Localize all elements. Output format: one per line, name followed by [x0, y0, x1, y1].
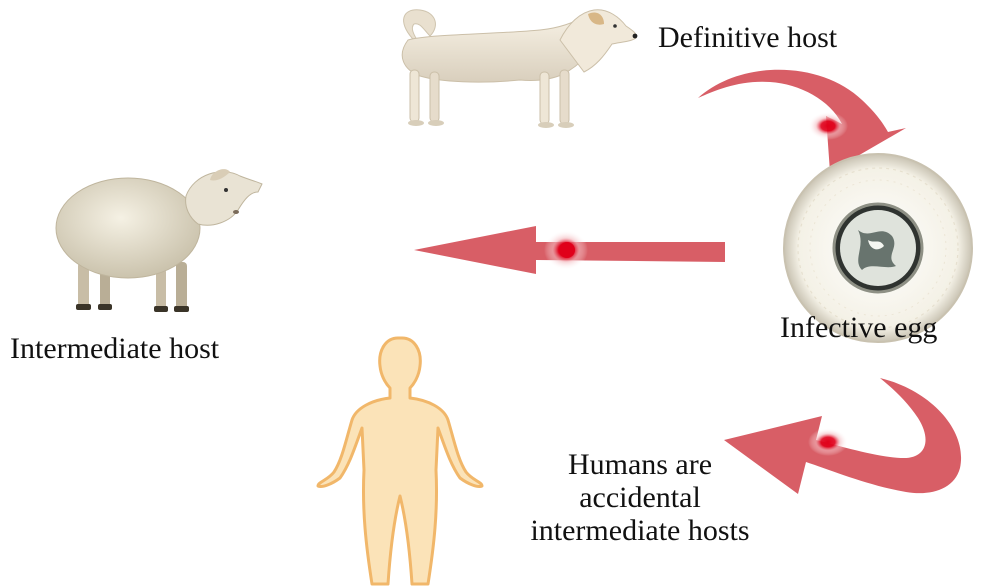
label-definitive-host: Definitive host	[658, 22, 837, 54]
dog-illustration	[402, 10, 637, 128]
label-humans-accidental: Humans are accidental intermediate hosts	[520, 448, 760, 547]
label-intermediate-host: Intermediate host	[10, 333, 219, 365]
label-infective-egg: Infective egg	[780, 312, 937, 344]
arrow-egg-to-sheep	[414, 226, 725, 274]
human-silhouette-illustration	[318, 338, 482, 584]
sheep-illustration	[56, 169, 262, 312]
